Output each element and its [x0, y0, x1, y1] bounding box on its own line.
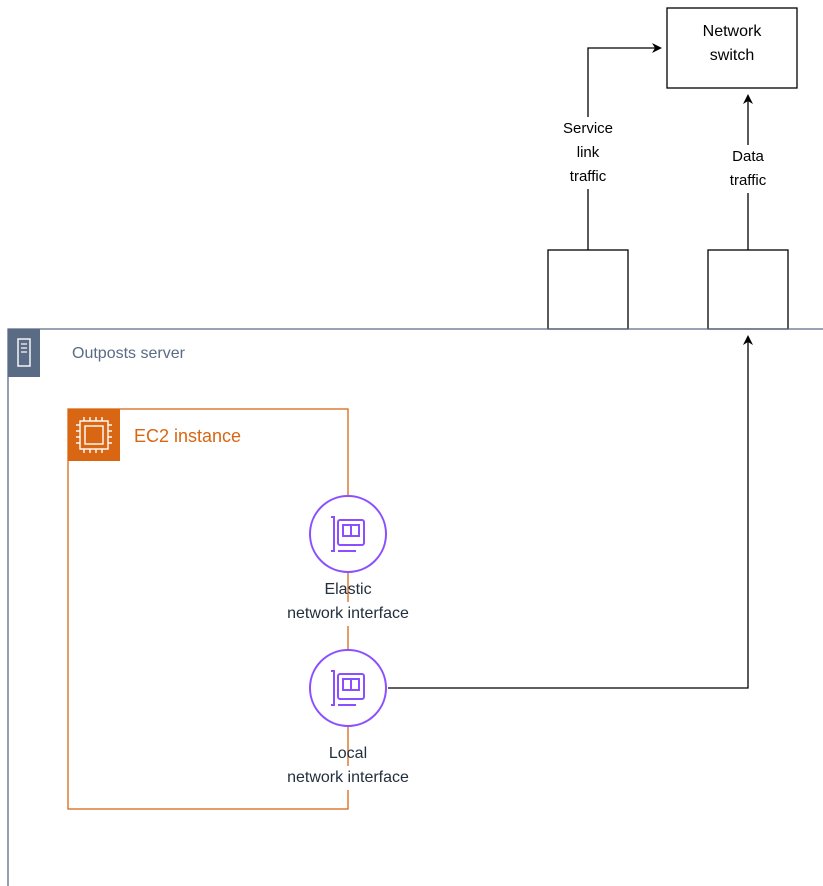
service-label-line2: link — [576, 144, 600, 161]
local-nic-connector — [388, 335, 753, 689]
data-traffic-label: Data traffic — [708, 145, 788, 193]
network-switch-label: Network switch — [667, 20, 797, 68]
chip-icon — [76, 417, 112, 453]
elastic-network-interface-label: Elastic network interface — [238, 578, 458, 626]
local-network-interface-label: Local network interface — [238, 742, 458, 790]
data-label-line2: traffic — [729, 172, 767, 189]
outposts-server-label: Outposts server — [72, 345, 185, 362]
service-link-traffic-label: Service link traffic — [538, 117, 638, 189]
service-link-port — [547, 249, 629, 330]
lni-label-line2: network interface — [286, 766, 410, 790]
service-label-line1: Service — [562, 120, 614, 137]
local-network-interface-icon — [309, 649, 387, 727]
switch-label-line1: Network — [702, 23, 762, 40]
lni-label-line1: Local — [328, 745, 368, 762]
data-port — [707, 249, 789, 330]
data-label-line1: Data — [732, 148, 764, 165]
eni-label-line1: Elastic — [324, 581, 372, 598]
switch-label-line2: switch — [709, 47, 755, 64]
server-icon — [17, 338, 31, 367]
elastic-network-interface-icon — [309, 495, 387, 573]
service-label-line3: traffic — [569, 168, 607, 185]
server-icon-bg — [8, 329, 40, 377]
ec2-icon-bg — [68, 409, 120, 461]
eni-label-line2: network interface — [286, 602, 410, 626]
network-switch-box — [666, 7, 798, 89]
ec2-instance-label: EC2 instance — [134, 426, 242, 446]
